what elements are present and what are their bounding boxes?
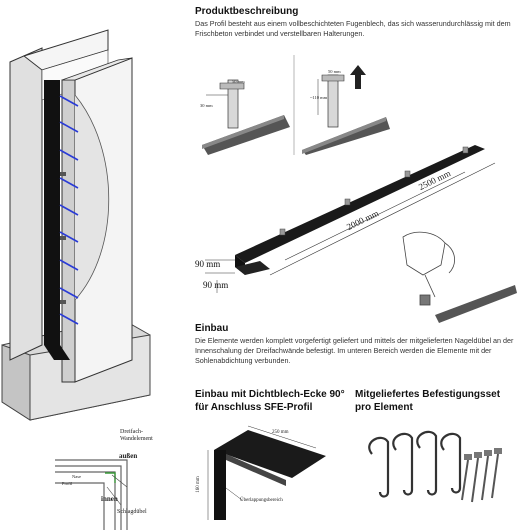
corner-heading-1: Einbau mit Dichtblech-Ecke 90° xyxy=(195,389,345,400)
wall-label-1: Dreifach- xyxy=(120,429,143,435)
clip-dim-d: ~110 mm xyxy=(310,95,328,100)
clip-dim-c: 50 mm xyxy=(328,69,341,74)
clip-detail: 50 mm 30 mm 50 mm ~110 mm xyxy=(198,55,390,155)
corner-dim-side: 160 mm xyxy=(195,476,201,493)
fastening-drawing xyxy=(368,430,502,503)
wall-illustration xyxy=(0,0,170,421)
nose-label: Nase xyxy=(72,474,81,479)
install-heading: Einbau xyxy=(195,323,229,334)
install-text: Die Elemente werden komplett vorgefertig… xyxy=(195,336,514,366)
fastening-photo xyxy=(358,420,520,510)
inside-label: innen xyxy=(101,495,118,503)
height-dim: 90 mm xyxy=(195,259,221,269)
wall-drawing xyxy=(1,29,151,421)
product-text: Das Profil besteht aus einem vollbeschic… xyxy=(195,19,511,39)
corner-heading-2: für Anschluss SFE-Profil xyxy=(195,402,313,413)
width-dim: 90 mm xyxy=(203,280,229,290)
plan-detail: Dreifach- Wandelement außen Nase Profil … xyxy=(55,425,175,530)
nail-label: Schlagdübel xyxy=(117,509,147,515)
profile-illustration: 2500 mm 2000 mm 90 mm 90 mm xyxy=(195,125,520,325)
corner-dim-top: 250 mm xyxy=(272,430,289,435)
clip-dim-b: 30 mm xyxy=(200,103,213,108)
corner-illustration: 250 mm 160 mm Überlappungsbereich xyxy=(196,420,336,528)
overlap-label: Überlappungsbereich xyxy=(240,498,283,503)
product-heading: Produktbeschreibung xyxy=(195,6,299,17)
fastening-heading-2: pro Element xyxy=(355,402,413,413)
plan-drawing xyxy=(55,459,128,530)
profile-label: Profil xyxy=(62,481,73,486)
corner-drawing xyxy=(207,425,326,520)
clip-drawing xyxy=(202,55,390,155)
clip-dim-a: 50 mm xyxy=(232,79,245,84)
outside-label: außen xyxy=(119,452,138,460)
wall-label-2: Wandelement xyxy=(120,436,153,442)
profile-drawing xyxy=(205,145,517,323)
fastening-heading-1: Mitgeliefertes Befestigungsset xyxy=(355,389,501,400)
